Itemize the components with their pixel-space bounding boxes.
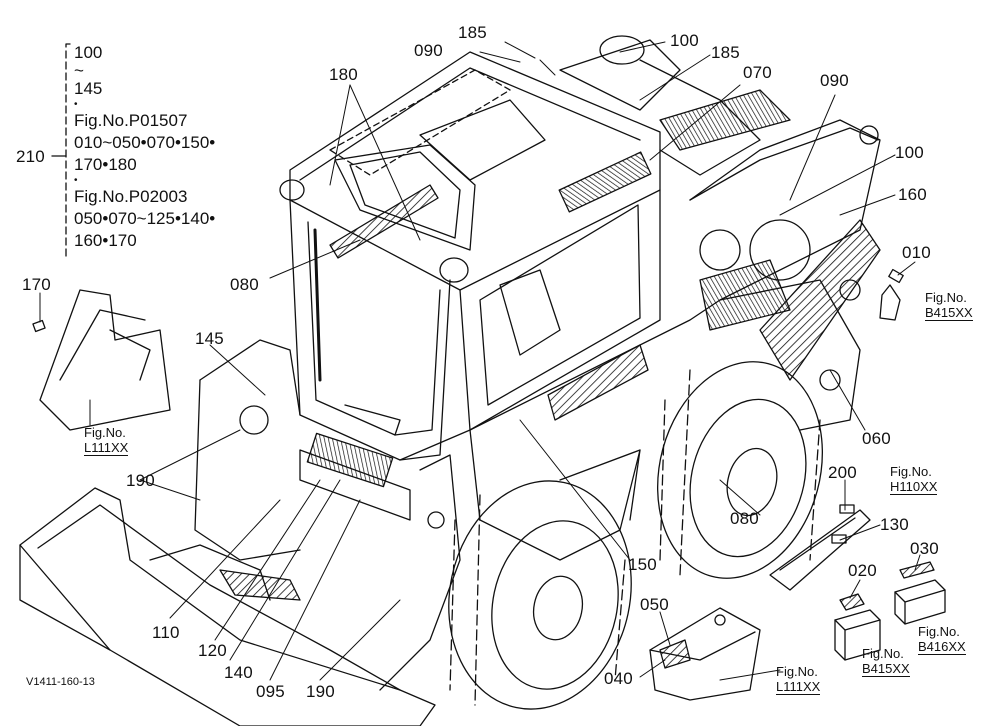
figure-ref-code: L111XX [84,440,129,456]
side-note-line: • [74,99,78,110]
side-note-line: 170•180 [74,155,137,174]
figure-ref-prefix: Fig.No. [890,464,932,479]
leader-lines [39,41,921,681]
callout-110: 110 [152,623,180,642]
side-note-line: Fig.No.P01507 [74,111,188,130]
callout-190: 190 [126,471,155,490]
side-note-line: 145 [74,79,103,98]
cab-frame [279,51,661,461]
figure-ref-l111: Fig.No. L111XX [776,664,821,695]
rear-wheel [656,361,824,579]
callout-100: 100 [895,143,924,162]
callout-130: 130 [880,515,909,534]
part-200-130-bar [769,504,871,591]
callout-090: 090 [414,41,443,60]
callout-150: 150 [628,555,657,574]
callout-095: 095 [256,682,285,701]
callout-160: 160 [898,185,927,204]
side-note-line: ~ [74,61,84,80]
callout-180: 180 [329,65,358,84]
decal-hatch [329,89,881,421]
figure-ref-l111: Fig.No. L111XX [84,425,129,456]
inset-left-bracket [32,289,171,431]
side-note-line: 100 [74,43,103,62]
figure-ref-code: L111XX [776,679,821,695]
callout-010: 010 [902,243,931,262]
callout-120: 120 [198,641,227,660]
side-note: 100 ~ 145 • Fig.No.P01507 010~050•070•15… [74,42,215,252]
callout-100: 100 [670,31,699,50]
figure-ref-b415: Fig.No. B415XX [862,646,910,677]
machine-body [194,119,881,691]
part-010-detail [879,268,904,321]
document-code: V1411-160-13 [26,676,95,688]
callout-050: 050 [640,595,669,614]
figure-ref-prefix: Fig.No. [918,624,960,639]
part-040-cover [649,607,761,701]
side-note-line: Fig.No.P02003 [74,187,188,206]
side-note-line: 050•070~125•140• [74,209,216,228]
figure-ref-b415: Fig.No. B415XX [925,290,973,321]
figure-ref-h110: Fig.No. H110XX [890,464,938,495]
figure-ref-prefix: Fig.No. [776,664,818,679]
callout-090: 090 [820,71,849,90]
callout-070: 070 [743,63,772,82]
callout-030: 030 [910,539,939,558]
callout-185: 185 [458,23,487,42]
figure-ref-code: B415XX [862,661,910,677]
callout-185: 185 [711,43,740,62]
figure-ref-prefix: Fig.No. [84,425,126,440]
figure-ref-prefix: Fig.No. [862,646,904,661]
callout-080: 080 [230,275,259,294]
callout-170: 170 [22,275,51,294]
callout-060: 060 [862,429,891,448]
callout-040: 040 [604,669,633,688]
figure-ref-code: B416XX [918,639,966,655]
callout-145: 145 [195,329,224,348]
side-note-line: 010~050•070•150• [74,133,216,152]
roof-rear [558,35,761,213]
front-wheel [448,480,632,710]
bucket [19,487,436,726]
figure-ref-b416: Fig.No. B416XX [918,624,966,655]
callout-210: 210 [16,147,45,166]
figure-ref-code: B415XX [925,305,973,321]
side-note-line: 160•170 [74,231,137,250]
parts-020-030 [834,561,946,661]
callout-200: 200 [828,463,857,482]
callout-190: 190 [306,682,335,701]
callout-140: 140 [224,663,253,682]
figure-ref-code: H110XX [890,479,938,495]
figure-ref-prefix: Fig.No. [925,290,967,305]
callout-080: 080 [730,509,759,528]
side-note-line: • [74,175,78,186]
side-note-bracket [51,43,71,257]
callout-020: 020 [848,561,877,580]
